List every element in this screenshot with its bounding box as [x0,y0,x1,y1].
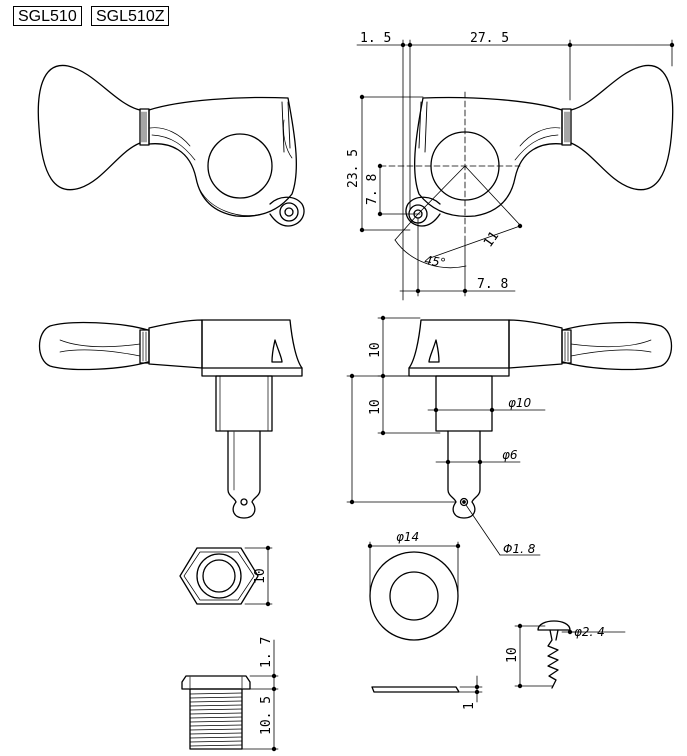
dimension-nut [244,545,273,607]
dim-body-height: 23. 5 [346,149,361,188]
dimension-bushing [367,541,461,595]
wood-screw [537,620,571,689]
dim-post-offset-h: 7. 8 [477,277,508,292]
button-collar-right [561,108,572,146]
dimension-lines-top [356,39,675,301]
bushing-side-view [181,675,251,750]
dim-shaft-diameter: φ6 [502,448,518,462]
dim-flange-thickness: 1. 7 [259,637,274,668]
button-left [37,64,141,191]
button-right [570,64,674,191]
screw-tab-right [405,196,441,227]
dim-thread-length: 10. 5 [259,696,274,735]
dimension-bushing-side [241,639,279,752]
housing-left [148,96,298,218]
dim-post-length: 10 [368,399,383,415]
tuner-side-view-right [405,64,674,227]
washer-side-view [371,686,460,693]
dim-top-offset: 1. 5 [360,31,391,46]
dim-screw-diameter: φ2. 4 [574,625,605,639]
tuner-side-view-left [37,64,305,227]
dimension-washer [459,675,483,703]
dim-bushing-diameter: φ14 [396,530,419,544]
bushing-top-view [369,551,459,641]
dimension-lines-middle [346,315,546,556]
tuner-front-view-right [408,319,673,519]
button-collar-left [139,108,150,146]
dim-screw-distance: 11 [481,229,502,250]
dim-post-offset-v: 7. 8 [365,174,380,205]
dim-angle: 45° [424,253,447,270]
housing-right [413,96,563,218]
dim-hole-diameter: Φ1. 8 [503,542,536,556]
dim-screw-length: 10 [505,647,520,663]
hex-nut-top-view [179,547,259,605]
tuner-front-view-left [38,319,303,519]
dim-washer-thickness: 1 [462,702,477,710]
model-label-sgl510: SGL510 [13,6,82,26]
dim-housing-height: 10 [368,342,383,358]
screw-tab-left [269,196,305,227]
post-circle-left [207,133,273,199]
dim-total-width: 27. 5 [470,31,509,46]
dim-nut-height: 10 [253,568,268,584]
dimension-screw [514,623,626,689]
model-label-sgl510z: SGL510Z [91,6,170,26]
dim-post-diameter: φ10 [508,396,532,410]
